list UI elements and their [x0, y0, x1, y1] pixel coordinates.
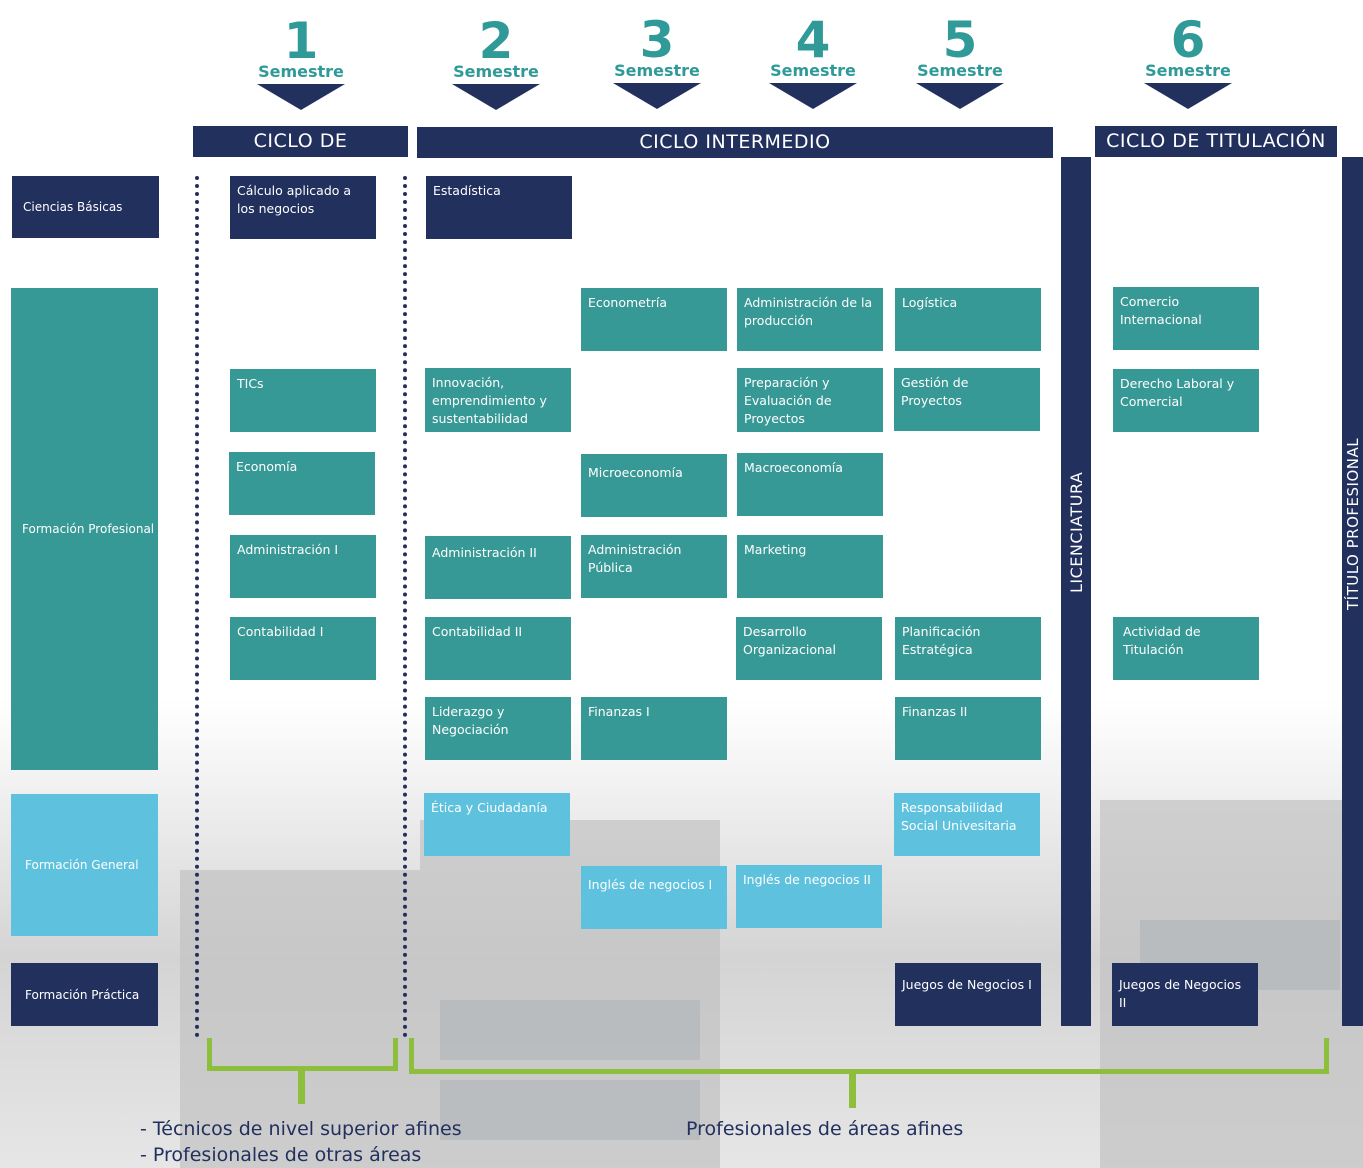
- area-formacion-profesional: Formación Profesional: [11, 288, 158, 770]
- course-juegos-negocios-2: Juegos de Negocios II: [1112, 963, 1258, 1026]
- chevron-down-icon: [257, 84, 345, 110]
- bracket-left-stem: [298, 1070, 305, 1104]
- bracket-right-stem: [849, 1073, 856, 1108]
- semester-label: Semestre: [614, 61, 700, 80]
- semester-label: Semestre: [1145, 61, 1231, 80]
- course-calculo: Cálculo aplicado a los negocios: [230, 176, 376, 239]
- course-innovacion: Innovación, emprendimiento y sustentabil…: [425, 368, 571, 432]
- footer-left-line1: - Técnicos de nivel superior afines: [140, 1118, 462, 1140]
- titulo-profesional-label: TÍTULO PROFESIONAL: [1344, 437, 1362, 610]
- course-responsabilidad-social: Responsabilidad Social Univesitaria: [894, 793, 1040, 856]
- semester-number: 3: [639, 11, 675, 69]
- course-preparacion-proyectos: Preparación y Evaluación de Proyectos: [737, 368, 883, 432]
- semester-number: 6: [1170, 11, 1206, 69]
- bracket-left: [207, 1038, 212, 1070]
- course-administracion-1: Administración I: [230, 535, 376, 598]
- course-etica: Ética y Ciudadanía: [424, 793, 570, 856]
- course-contabilidad-1: Contabilidad I: [230, 617, 376, 680]
- cycle-nivelacion: CICLO DE NIVELACIÓN: [193, 126, 408, 183]
- semester-label: Semestre: [770, 61, 856, 80]
- course-administracion-publica: Administración Pública: [581, 535, 727, 598]
- course-econometria: Econometría: [581, 288, 727, 351]
- course-ingles-1: Inglés de negocios I: [581, 866, 727, 929]
- footer-left-line2: - Profesionales de otras áreas: [140, 1144, 422, 1166]
- area-formacion-practica: Formación Práctica: [11, 963, 158, 1026]
- bracket-left: [207, 1066, 398, 1071]
- licenciatura-bar: LICENCIATURA: [1061, 157, 1091, 1026]
- titulo-profesional-bar: TÍTULO PROFESIONAL: [1342, 157, 1363, 1026]
- course-logistica: Logística: [895, 288, 1041, 351]
- licenciatura-label: LICENCIATURA: [1067, 471, 1086, 593]
- dotted-separator: [195, 176, 199, 1038]
- course-marketing: Marketing: [737, 535, 883, 598]
- area-formacion-general: Formación General: [11, 794, 158, 936]
- course-tics: TICs: [230, 369, 376, 432]
- semester-3: 3 Semestre: [602, 11, 712, 109]
- course-planificacion-estrategica: Planificación Estratégica: [895, 617, 1041, 680]
- semester-1: 1 Semestre: [246, 12, 356, 110]
- semester-label: Semestre: [453, 62, 539, 81]
- area-ciencias-basicas: Ciencias Básicas: [12, 176, 159, 238]
- background-photo: [0, 700, 1363, 1168]
- bracket-left: [393, 1038, 398, 1070]
- bracket-right: [1324, 1038, 1329, 1073]
- course-economia: Economía: [229, 452, 375, 515]
- bracket-right: [409, 1069, 1329, 1074]
- course-administracion-2: Administración II: [425, 536, 571, 599]
- course-macroeconomia: Macroeconomía: [737, 453, 883, 516]
- course-ingles-2: Inglés de negocios II: [736, 865, 882, 928]
- course-estadistica: Estadística: [426, 176, 572, 239]
- course-actividad-titulacion: Actividad de Titulación: [1113, 617, 1259, 680]
- course-admin-produccion: Administración de la producción: [737, 288, 883, 351]
- course-derecho-laboral: Derecho Laboral y Comercial: [1113, 369, 1259, 432]
- semester-4: 4 Semestre: [758, 11, 868, 109]
- course-juegos-negocios-1: Juegos de Negocios I: [895, 963, 1041, 1026]
- course-gestion-proyectos: Gestión de Proyectos: [894, 368, 1040, 431]
- course-liderazgo: Liderazgo y Negociación: [425, 697, 571, 760]
- semester-number: 2: [478, 12, 514, 70]
- cycle-intermedio: CICLO INTERMEDIO: [417, 127, 1053, 158]
- semester-2: 2 Semestre: [441, 12, 551, 110]
- course-finanzas-2: Finanzas II: [895, 697, 1041, 760]
- semester-6: 6 Semestre: [1133, 11, 1243, 109]
- chevron-down-icon: [916, 83, 1004, 109]
- course-finanzas-1: Finanzas I: [581, 697, 727, 760]
- semester-number: 1: [283, 12, 319, 70]
- chevron-down-icon: [452, 84, 540, 110]
- course-comercio-internacional: Comercio Internacional: [1113, 287, 1259, 350]
- semester-number: 4: [795, 11, 831, 69]
- cycle-titulacion: CICLO DE TITULACIÓN: [1095, 126, 1337, 157]
- chevron-down-icon: [1144, 83, 1232, 109]
- semester-number: 5: [942, 11, 978, 69]
- chevron-down-icon: [769, 83, 857, 109]
- dotted-separator: [403, 176, 407, 1038]
- course-desarrollo-organizacional: Desarrollo Organizacional: [736, 617, 882, 680]
- course-contabilidad-2: Contabilidad II: [425, 617, 571, 680]
- semester-5: 5 Semestre: [905, 11, 1015, 109]
- footer-right: Profesionales de áreas afines: [686, 1118, 964, 1140]
- course-microeconomia: Microeconomía: [581, 454, 727, 517]
- semester-label: Semestre: [258, 62, 344, 81]
- semester-label: Semestre: [917, 61, 1003, 80]
- chevron-down-icon: [613, 83, 701, 109]
- bracket-right: [409, 1038, 414, 1073]
